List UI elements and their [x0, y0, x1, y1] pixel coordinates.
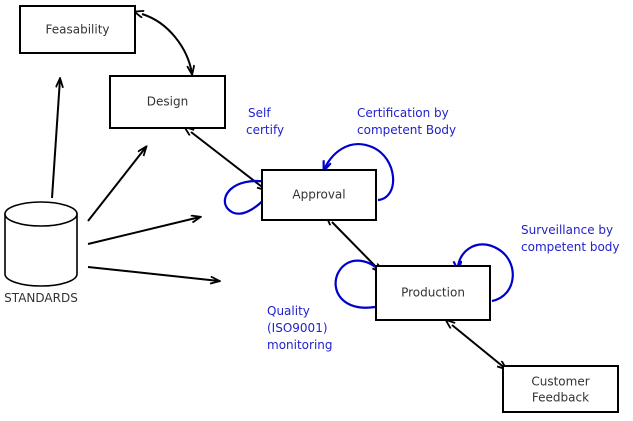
customer-feedback-label-line1: Customer: [531, 375, 589, 389]
customer-feedback-label-line2: Feedback: [532, 391, 589, 405]
cylinder-top: [4, 201, 78, 227]
node-production[interactable]: Production: [375, 265, 491, 321]
certification-loop-arc: [324, 143, 395, 202]
design-label: Design: [147, 95, 188, 109]
connector-standards-to-production: [87, 266, 219, 281]
certification-line-2: competent Body: [357, 123, 456, 137]
surveillance-line-1: Surveillance by: [521, 223, 613, 237]
node-approval[interactable]: Approval: [261, 169, 377, 221]
datastore-label: STANDARDS: [4, 291, 78, 305]
feasability-box[interactable]: [19, 5, 136, 54]
approval-box[interactable]: [261, 169, 377, 221]
surveillance-line-2: competent body: [521, 240, 620, 254]
connector-production-to-customer-feedback: [452, 325, 506, 369]
quality-line-3: monitoring: [267, 338, 333, 352]
approval-label: Approval: [292, 188, 345, 202]
feasability-label: Feasability: [45, 23, 109, 37]
node-feasability[interactable]: Feasability: [19, 5, 136, 54]
annotation-quality-iso9001-monitoring: Quality (ISO9001) monitoring: [267, 304, 333, 352]
node-customer-feedback[interactable]: Customer Feedback: [502, 365, 619, 413]
production-box[interactable]: [375, 265, 491, 321]
connector-standards-to-design: [87, 147, 146, 222]
annotation-self-certify: Self certify: [246, 106, 284, 137]
flow-connectors: [51, 14, 506, 369]
datastore-standards[interactable]: STANDARDS: [4, 201, 78, 305]
design-box[interactable]: [109, 75, 226, 129]
self-certify-line-2: certify: [246, 123, 284, 137]
connector-standards-to-feasability: [51, 79, 60, 199]
quality-monitoring-loop-arc: [334, 259, 385, 309]
certification-line-1: Certification by: [357, 106, 449, 120]
node-design[interactable]: Design: [109, 75, 226, 129]
quality-line-2: (ISO9001): [267, 321, 328, 335]
surveillance-loop-arc: [458, 243, 514, 303]
customer-feedback-box[interactable]: [502, 365, 619, 413]
cylinder-body: [4, 213, 78, 287]
annotation-certification-by-competent-body: Certification by competent Body: [357, 106, 456, 137]
production-label: Production: [401, 286, 465, 300]
self-certify-line-1: Self: [248, 106, 271, 120]
connector-design-to-feasability: [142, 14, 192, 74]
quality-line-1: Quality: [267, 304, 310, 318]
annotation-surveillance-by-competent-body: Surveillance by competent body: [521, 223, 620, 254]
connector-approval-to-production: [332, 222, 381, 272]
connector-standards-to-approval: [87, 217, 200, 245]
